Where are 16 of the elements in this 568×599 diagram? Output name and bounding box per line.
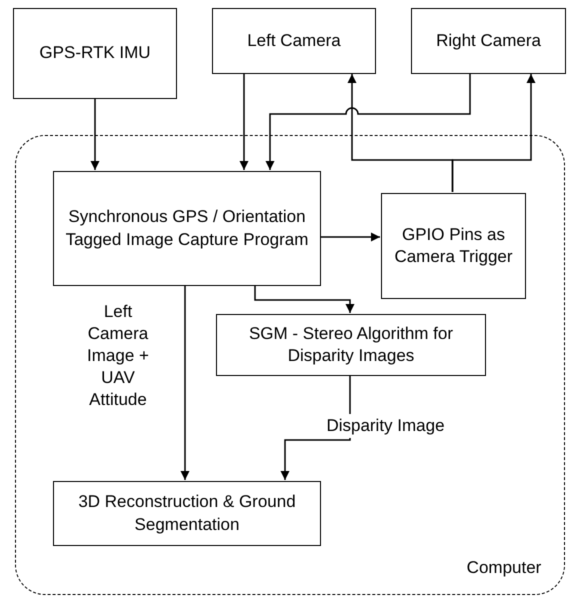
process-box: 3D Reconstruction & Ground Segmentation: [53, 481, 321, 546]
process-box: Left Camera: [212, 8, 376, 74]
arrow: [180, 285, 190, 480]
arrow: [452, 74, 536, 192]
arrow: [240, 74, 248, 170]
process-box: Synchronous GPS / Orientation Tagged Image Capture Program: [53, 171, 321, 286]
arrow: [254, 285, 354, 313]
process-box: SGM - Stereo Algorithm for Disparity Images: [216, 314, 486, 376]
arrow: [266, 74, 471, 170]
process-box: GPIO Pins as Camera Trigger: [381, 193, 526, 299]
process-box: Right Camera: [411, 8, 566, 74]
arrow: [320, 232, 380, 242]
boundary-label: Computer: [466, 556, 542, 579]
computer-boundary: [15, 135, 565, 595]
arrow: [90, 99, 100, 170]
process-box: GPS-RTK IMU: [13, 8, 177, 99]
